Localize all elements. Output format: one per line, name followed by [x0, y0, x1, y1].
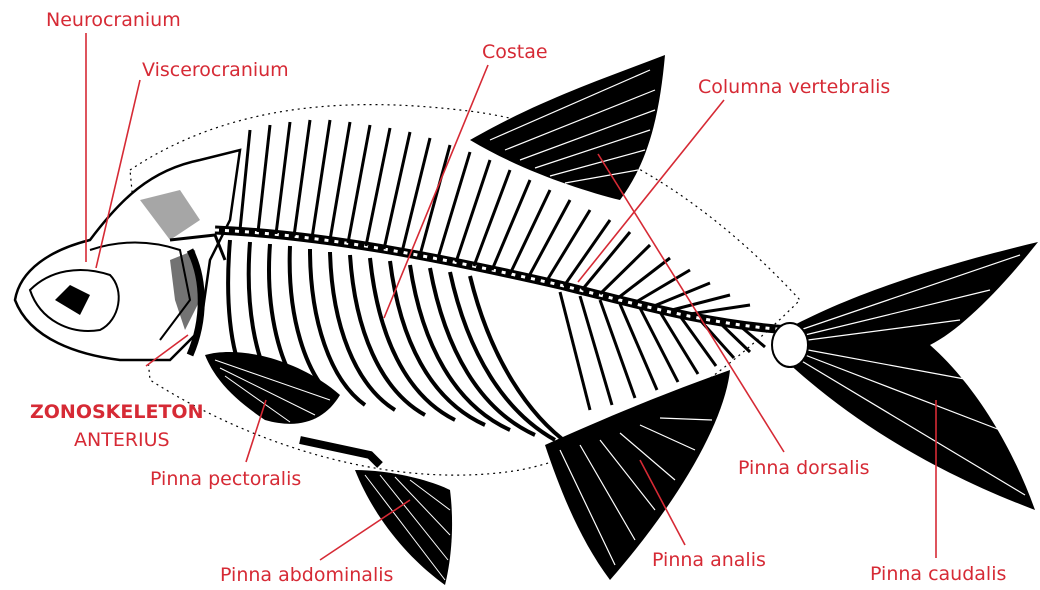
label-pinna-analis: Pinna analis — [652, 551, 766, 570]
label-neurocranium: Neurocranium — [46, 11, 181, 30]
label-pinna-pectoralis: Pinna pectoralis — [150, 470, 301, 489]
label-anterius: ANTERIUS — [74, 431, 170, 450]
skull — [15, 150, 240, 360]
label-pinna-caudalis: Pinna caudalis — [870, 565, 1006, 584]
pectoral-fin — [205, 352, 340, 424]
label-columna-vertebralis: Columna vertebralis — [698, 78, 890, 97]
label-zonoskeleton: ZONOSKELETON — [30, 403, 203, 422]
label-pinna-abdominalis: Pinna abdominalis — [220, 566, 393, 585]
label-pinna-dorsalis: Pinna dorsalis — [738, 459, 870, 478]
label-costae: Costae — [482, 43, 548, 62]
label-viscerocranium: Viscerocranium — [142, 61, 289, 80]
